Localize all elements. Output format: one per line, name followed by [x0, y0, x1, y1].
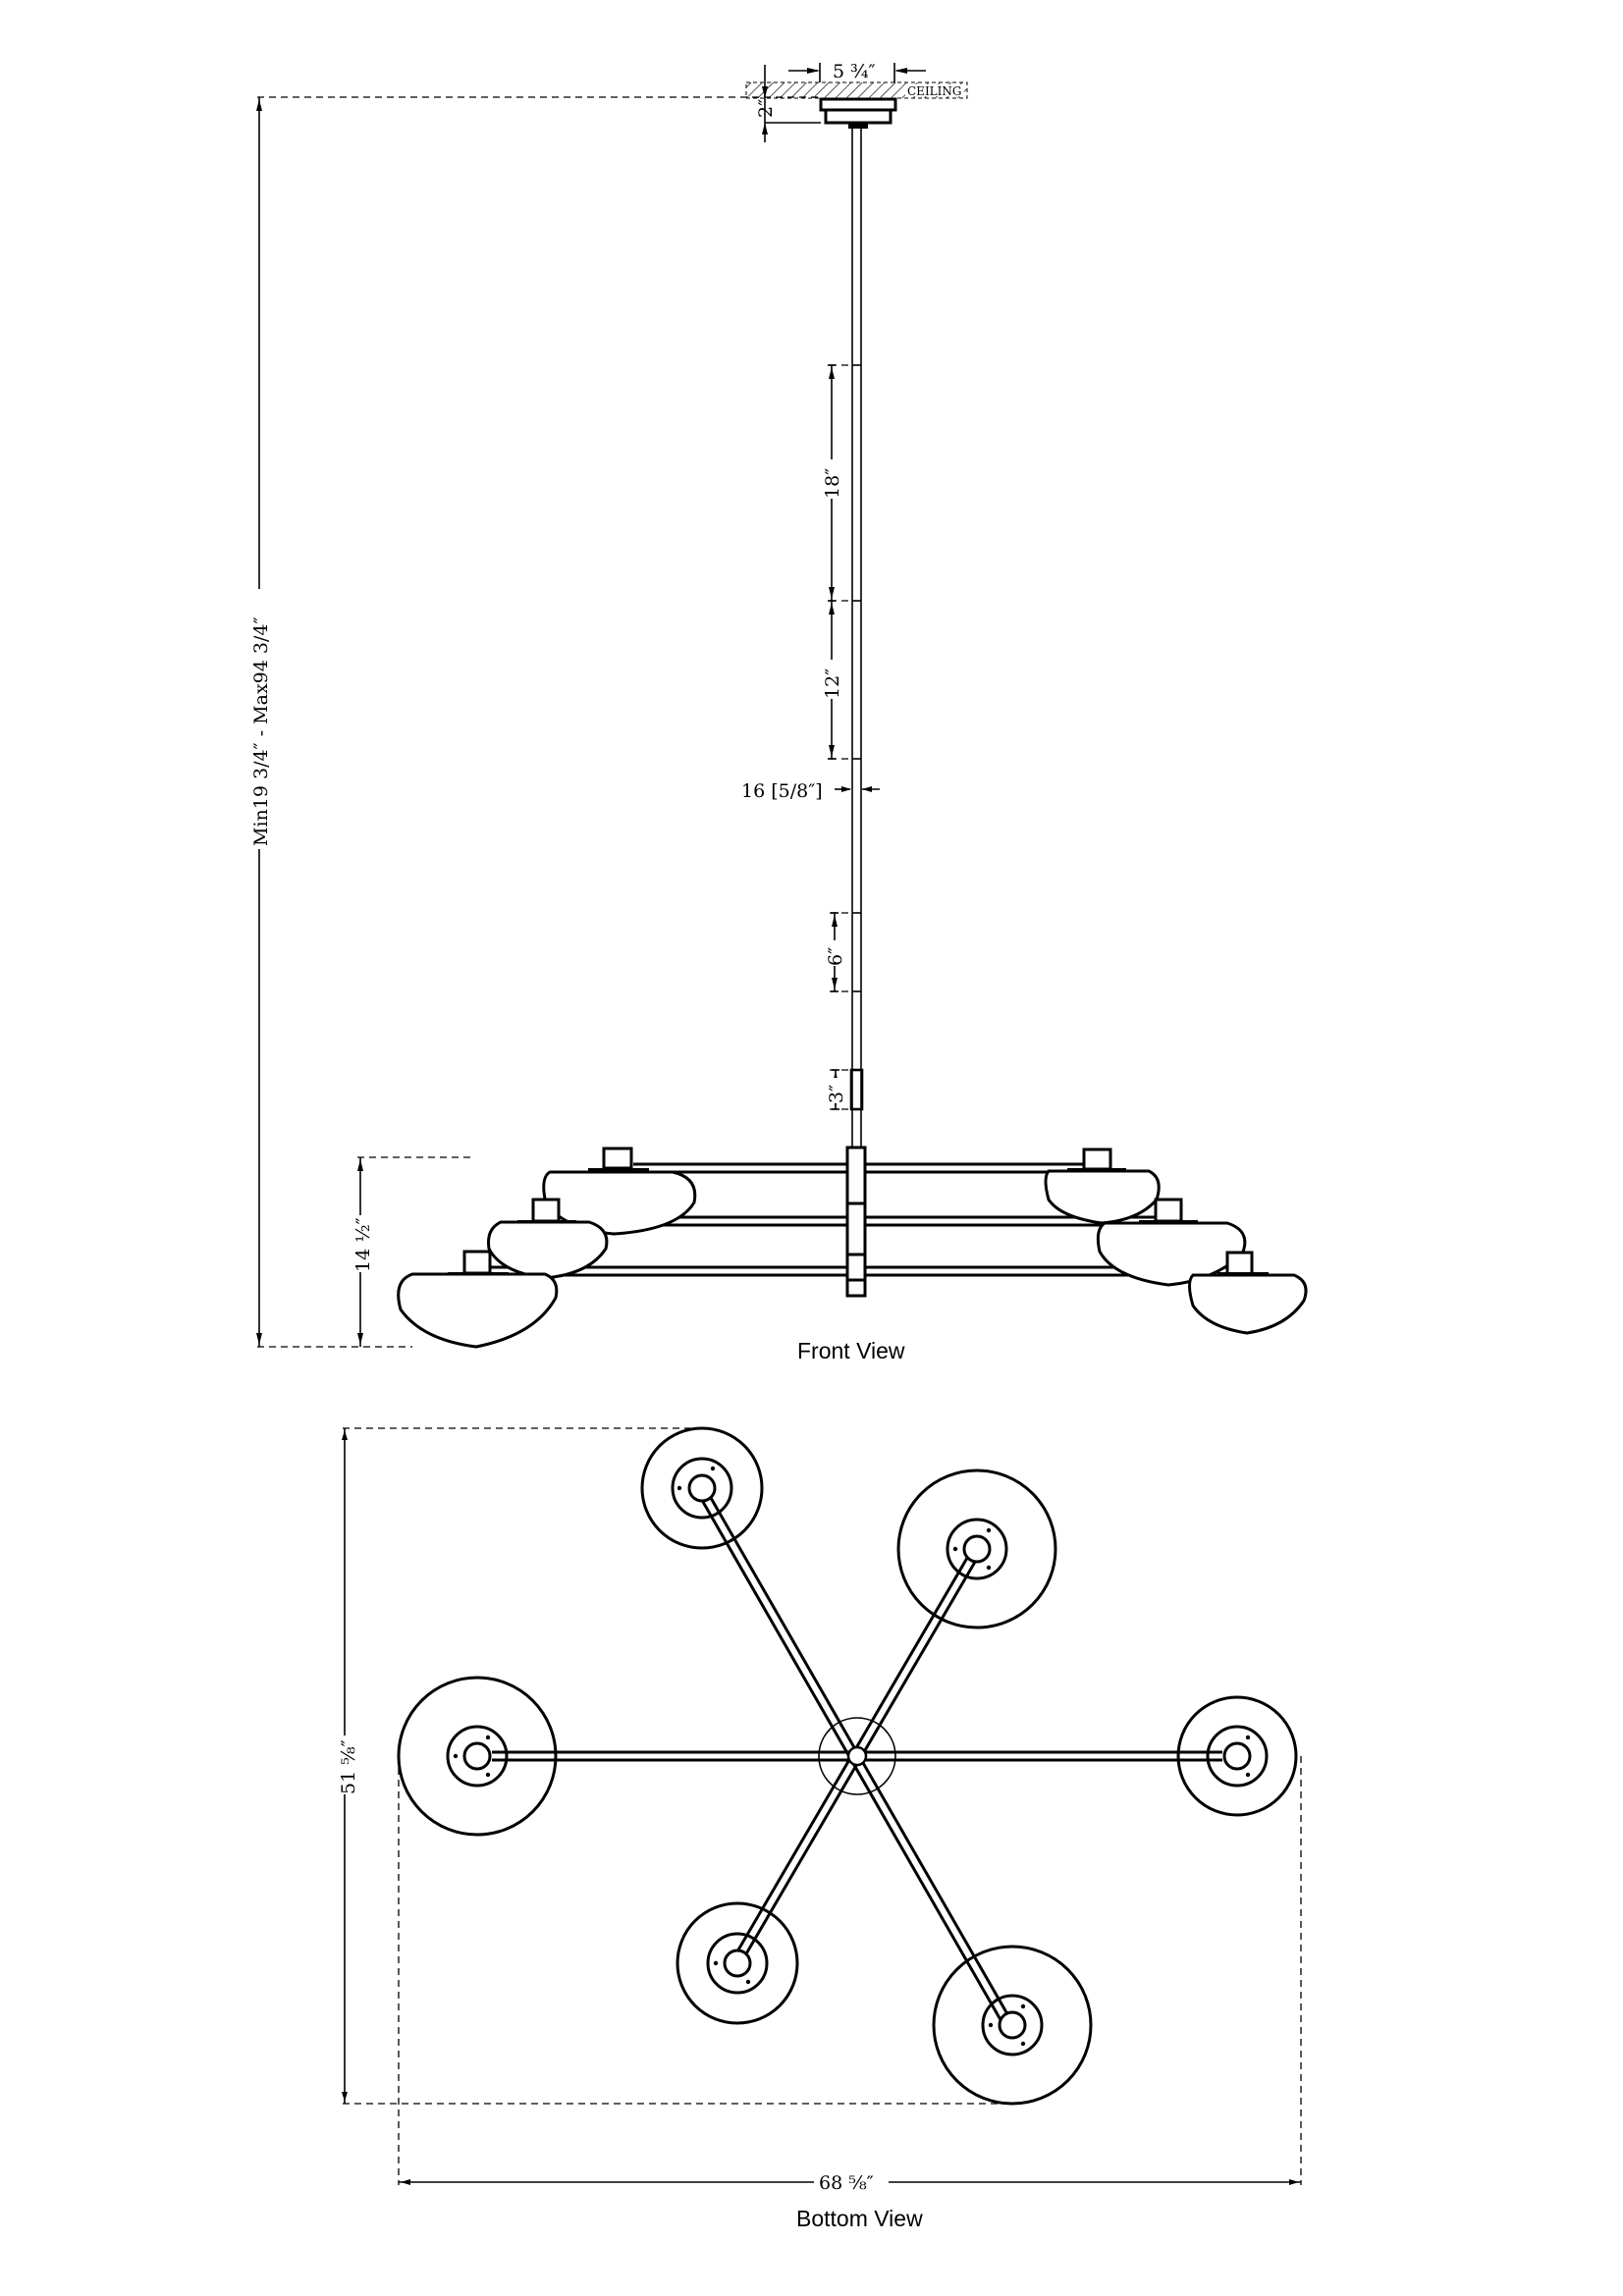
- body-height-dimension: 14 ½″: [350, 1156, 471, 1347]
- body-height-label: 14 ½″: [352, 1217, 374, 1272]
- hub: [846, 1745, 868, 1767]
- shade-front-4: [1044, 1148, 1161, 1225]
- shade-front-1: [542, 1147, 697, 1236]
- hub-ring: [818, 1717, 896, 1795]
- bottom-view-label: Bottom View: [796, 2206, 923, 2231]
- rod-segment-dimensions: 18″ 12″ 16 [5/8″] 6″: [741, 364, 880, 1110]
- depth-label: 51 ⅝″: [338, 1739, 359, 1794]
- rod-segment-18-label: 18″: [822, 468, 843, 499]
- downrod: [849, 128, 864, 1147]
- canopy-width-label: 5 ¾″: [833, 61, 876, 82]
- front-view: CEILING 5 ¾″ 2″: [247, 61, 1308, 1363]
- ceiling-label: CEILING: [907, 84, 961, 98]
- front-view-label: Front View: [797, 1338, 905, 1363]
- pendant-top-left: [640, 1426, 764, 1550]
- shade-front-6: [1188, 1251, 1308, 1335]
- rod-diameter-label: 16 [5/8″]: [741, 780, 823, 802]
- width-dimension: 68 ⅝″: [399, 2169, 1301, 2195]
- canopy-width-dimension: 5 ¾″: [788, 61, 926, 82]
- canopy: [819, 97, 897, 129]
- pendant-right: [1176, 1695, 1298, 1817]
- pendant-bottom-left: [676, 1901, 799, 2025]
- rod-segment-12-label: 12″: [822, 668, 843, 699]
- pendant-bottom-right: [932, 1945, 1093, 2106]
- arms: [491, 1162, 1245, 1277]
- overall-height-dimension: Min19 3/4″ - Max94 3/4″: [247, 96, 820, 1348]
- shade-front-5: [1096, 1198, 1247, 1287]
- bottom-view: 51 ⅝″ 68 ⅝″: [334, 1426, 1302, 2231]
- ceiling: CEILING: [745, 81, 968, 99]
- extents: [343, 1427, 1302, 2185]
- width-label: 68 ⅝″: [819, 2172, 874, 2194]
- depth-dimension: 51 ⅝″: [334, 1428, 359, 2104]
- canopy-height-dimension: 2″: [755, 65, 821, 142]
- canopy-height-label: 2″: [755, 99, 777, 118]
- center-column: [845, 1146, 867, 1298]
- pendant-left: [397, 1676, 558, 1837]
- overall-height-label: Min19 3/4″ - Max94 3/4″: [250, 616, 272, 846]
- pendant-top-right: [896, 1468, 1057, 1629]
- rod-segment-3-label: 3″: [826, 1085, 847, 1103]
- shade-front-3: [397, 1250, 559, 1349]
- front-shades: [397, 1147, 1308, 1349]
- rod-segment-6-label: 6″: [825, 947, 846, 966]
